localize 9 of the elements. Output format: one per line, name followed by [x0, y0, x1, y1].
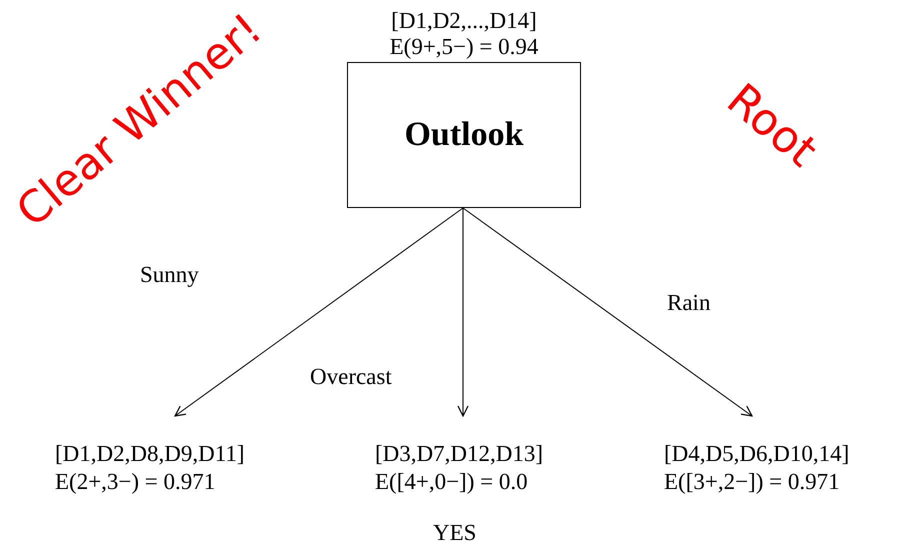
arrow: [457, 208, 469, 417]
leaf-node-text: [D1,D2,D8,D9,D11] E(2+,3−) = 0.971: [55, 440, 245, 496]
arrow: [462, 208, 753, 417]
leaf-node-text: [D4,D5,D6,D10,14] E([3+,2−]) = 0.971: [664, 440, 850, 496]
attribute-name: Outlook: [404, 116, 524, 154]
node-heading: [D1,D2,...,D14] E(9+,5−) = 0.94: [390, 8, 538, 60]
leaf-node-text: [D3,D7,D12,D13] E([4+,0−]) = 0.0: [375, 440, 544, 496]
arrow: [174, 208, 464, 417]
class-label: YES: [433, 520, 476, 546]
